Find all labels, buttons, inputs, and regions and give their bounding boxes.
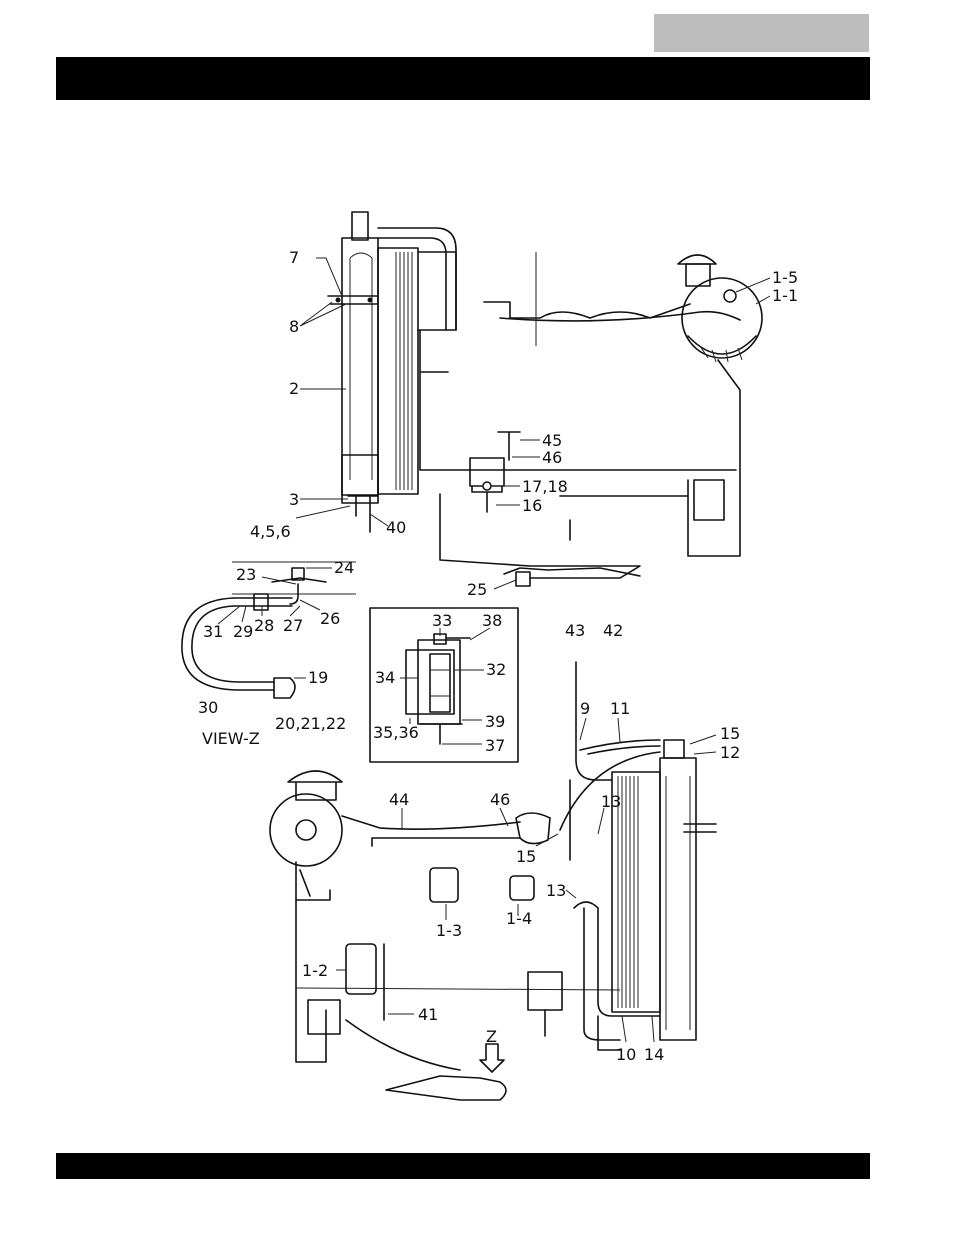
callout-20-21-22: 20,21,22 [275, 714, 346, 733]
top-cooler-cap [352, 212, 368, 240]
view-z-label: VIEW-Z [202, 729, 260, 748]
callout-13-upper: 13 [601, 792, 621, 811]
callout-30: 30 [198, 698, 218, 717]
callout-15-bottom: 15 [516, 847, 536, 866]
callout-14: 14 [644, 1045, 664, 1064]
callout-33: 33 [432, 611, 452, 630]
callout-42: 42 [603, 621, 623, 640]
callout-43: 43 [565, 621, 585, 640]
callout-38: 38 [482, 611, 502, 630]
callout-28: 28 [254, 616, 274, 635]
callout-7: 7 [289, 248, 299, 267]
callout-24: 24 [334, 558, 354, 577]
callout-40: 40 [386, 518, 406, 537]
callout-1-5: 1-5 [772, 268, 798, 287]
callout-1-1: 1-1 [772, 286, 798, 305]
callout-25: 25 [467, 580, 487, 599]
callout-44: 44 [389, 790, 409, 809]
top-cooler-shell [342, 238, 378, 503]
callout-17-18: 17,18 [522, 477, 568, 496]
callout-29: 29 [233, 622, 253, 641]
callout-23: 23 [236, 565, 256, 584]
callout-3: 3 [289, 490, 299, 509]
callout-35-36: 35,36 [373, 723, 419, 742]
callout-1-4: 1-4 [506, 909, 532, 928]
callout-labels: 7 8 2 3 4,5,6 40 1-5 1-1 45 46 17,18 16 … [198, 248, 798, 1064]
callout-46-bottom: 46 [490, 790, 510, 809]
callout-8: 8 [289, 317, 299, 336]
callout-1-3: 1-3 [436, 921, 462, 940]
callout-11: 11 [610, 699, 630, 718]
leader-lines [218, 258, 770, 1042]
callout-32: 32 [486, 660, 506, 679]
callout-39: 39 [485, 712, 505, 731]
callout-z: Z [486, 1027, 497, 1046]
callout-13-lower: 13 [546, 881, 566, 900]
callout-2: 2 [289, 379, 299, 398]
callout-15-top: 15 [720, 724, 740, 743]
callout-9: 9 [580, 699, 590, 718]
callout-10: 10 [616, 1045, 636, 1064]
callout-46-top: 46 [542, 448, 562, 467]
callout-31: 31 [203, 622, 223, 641]
callout-16: 16 [522, 496, 542, 515]
callout-1-2: 1-2 [302, 961, 328, 980]
callout-19: 19 [308, 668, 328, 687]
callout-27: 27 [283, 616, 303, 635]
callout-34: 34 [375, 668, 395, 687]
callout-12: 12 [720, 743, 740, 762]
callout-4-5-6: 4,5,6 [250, 522, 291, 541]
callout-41: 41 [418, 1005, 438, 1024]
bottom-cooler-shell [660, 758, 696, 1040]
callout-37: 37 [485, 736, 505, 755]
callout-26: 26 [320, 609, 340, 628]
